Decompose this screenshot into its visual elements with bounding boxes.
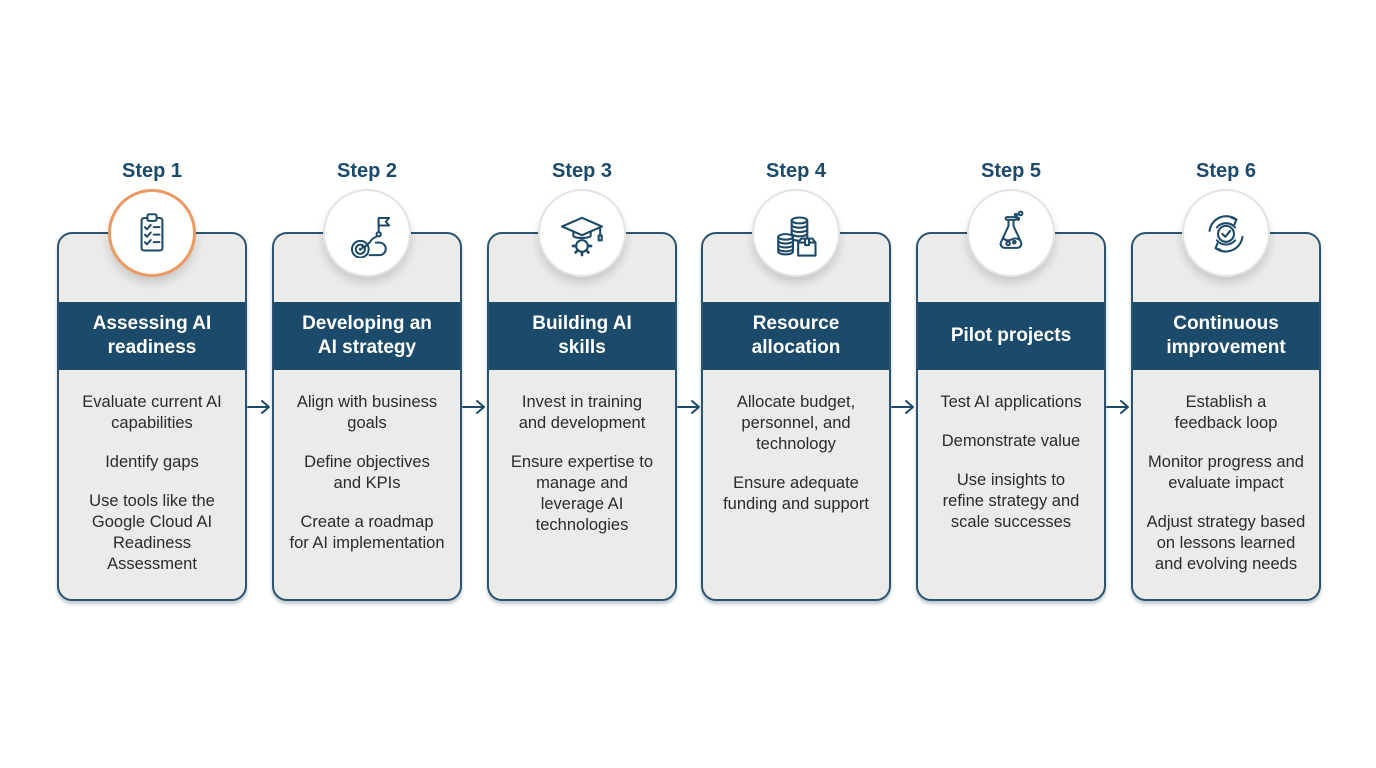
step-3-label: Step 3: [551, 160, 613, 182]
step-point: Align with business goals: [296, 393, 438, 432]
coins-box-icon: [777, 216, 817, 257]
step-2-card: Developing an AI strategy Align with bus…: [272, 189, 462, 601]
step-point: Demonstrate value: [941, 432, 1081, 450]
step-2-icon-circle: [323, 189, 411, 277]
step-6-card: Continuous improvement Establish a feedb…: [1131, 189, 1321, 601]
step-1-points: Evaluate current AI capabilities Identif…: [59, 370, 245, 599]
step-column-1: Step 1 Assessing AI readiness Evaluate c…: [57, 160, 247, 601]
step-6-title: Continuous improvement: [1133, 302, 1319, 370]
flow-arrow-icon: [891, 400, 914, 414]
step-6-label: Step 6: [1195, 160, 1257, 182]
step-3-title: Building AI skills: [489, 302, 675, 370]
step-point: Establish a feedback loop: [1174, 393, 1278, 432]
step-point: Adjust strategy based on lessons learned…: [1146, 513, 1306, 573]
step-1-card: Assessing AI readiness Evaluate current …: [57, 189, 247, 601]
step-column-5: Step 5 Pilot projects Test AI applicatio…: [916, 160, 1106, 601]
step-1-title: Assessing AI readiness: [59, 302, 245, 370]
step-5-title: Pilot projects: [918, 302, 1104, 370]
step-point: Test AI applications: [940, 393, 1082, 411]
step-point: Define objectives and KPIs: [304, 453, 430, 492]
step-5-label: Step 5: [980, 160, 1042, 182]
step-1-icon-circle: [108, 189, 196, 277]
step-point: Monitor progress and evaluate impact: [1148, 453, 1304, 492]
step-5-card: Pilot projects Test AI applications Demo…: [916, 189, 1106, 601]
step-4-title: Resource allocation: [703, 302, 889, 370]
step-4-card: Resource allocation Allocate budget, per…: [701, 189, 891, 601]
step-point: Ensure adequate funding and support: [723, 474, 869, 513]
graduation-cap-gear-icon: [561, 216, 603, 257]
step-6-points: Establish a feedback loop Monitor progre…: [1133, 370, 1319, 599]
step-point: Allocate budget, personnel, and technolo…: [736, 393, 856, 453]
clipboard-checklist-icon: [140, 213, 164, 252]
step-point: Use tools like the Google Cloud AI Readi…: [89, 492, 215, 573]
flow-arrow-icon: [462, 400, 485, 414]
flow-arrow-icon: [1106, 400, 1129, 414]
step-1-label: Step 1: [121, 160, 183, 182]
step-column-4: Step 4: [701, 160, 891, 601]
step-3-points: Invest in training and development Ensur…: [489, 370, 675, 599]
step-5-points: Test AI applications Demonstrate value U…: [918, 370, 1104, 599]
step-2-title: Developing an AI strategy: [274, 302, 460, 370]
step-point: Ensure expertise to manage and leverage …: [510, 453, 654, 534]
step-4-label: Step 4: [765, 160, 827, 182]
flow-arrow-icon: [247, 400, 270, 414]
step-point: Create a roadmap for AI implementation: [289, 513, 445, 552]
pilot-flask-icon: [999, 210, 1024, 249]
step-column-2: Step 2 Developing an AI strategy: [272, 160, 462, 601]
step-5-icon-circle: [967, 189, 1055, 277]
step-4-icon-circle: [752, 189, 840, 277]
step-column-3: Step 3 Building AI skills: [487, 160, 677, 601]
step-point: Evaluate current AI capabilities: [82, 393, 222, 432]
step-6-icon-circle: [1182, 189, 1270, 277]
goal-flag-target-icon: [351, 217, 391, 258]
step-4-points: Allocate budget, personnel, and technolo…: [703, 370, 889, 599]
step-3-card: Building AI skills Invest in training an…: [487, 189, 677, 601]
step-point: Identify gaps: [105, 453, 199, 471]
continuous-cycle-check-icon: [1208, 215, 1244, 253]
step-point: Invest in training and development: [518, 393, 646, 432]
step-column-6: Step 6 Continuous improvement Establish …: [1131, 160, 1321, 601]
step-2-points: Align with business goals Define objecti…: [274, 370, 460, 599]
step-point: Use insights to refine strategy and scal…: [942, 471, 1080, 531]
flow-arrow-icon: [677, 400, 700, 414]
step-2-label: Step 2: [336, 160, 398, 182]
step-3-icon-circle: [538, 189, 626, 277]
